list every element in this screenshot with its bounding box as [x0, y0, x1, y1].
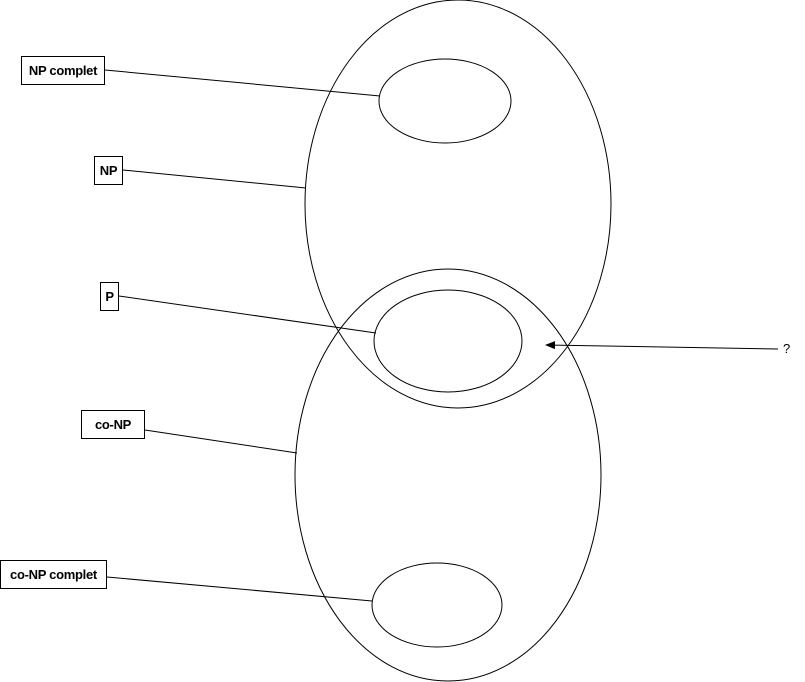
np-complete-connector [104, 69, 381, 97]
co-np-label: co-NP [81, 410, 145, 439]
np-complete-label: NP complet [21, 56, 105, 85]
question-arrow [545, 341, 779, 350]
co-np-complete-ellipse [371, 562, 503, 648]
p-label: P [100, 282, 119, 311]
co-np-complete-label: co-NP complet [0, 560, 107, 589]
co-np-set-ellipse [294, 268, 602, 682]
np-label: NP [94, 156, 123, 185]
np-set-ellipse [304, 0, 612, 409]
np-connector [122, 169, 307, 189]
p-set-ellipse [373, 289, 523, 393]
p-connector [118, 295, 377, 334]
np-complete-ellipse [378, 58, 512, 144]
co-np-complete-connector [106, 576, 373, 602]
question-mark-label: ? [783, 341, 791, 356]
co-np-connector [144, 429, 298, 454]
